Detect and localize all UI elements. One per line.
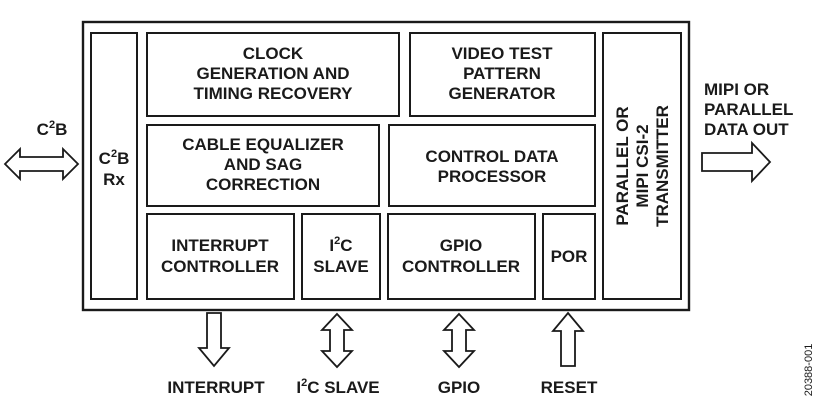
i2c-line1: I2C bbox=[329, 235, 352, 255]
c2b-ext-b: B bbox=[55, 120, 67, 139]
gpio-bidirectional-arrow bbox=[441, 312, 477, 369]
interrupt-out-arrow bbox=[197, 312, 231, 368]
interrupt-line1: INTERRUPT bbox=[171, 236, 269, 255]
cable-line1: CABLE EQUALIZER bbox=[182, 135, 344, 154]
gpio-line2: CONTROLLER bbox=[402, 257, 520, 276]
cable-line2: AND SAG bbox=[224, 155, 302, 174]
clock-line1: CLOCK bbox=[243, 44, 304, 63]
transmitter-line1: PARALLEL OR bbox=[613, 106, 632, 225]
video-test-pattern-block bbox=[409, 32, 596, 117]
transmitter-label-group: PARALLEL OR MIPI CSI-2 TRANSMITTER bbox=[613, 105, 672, 227]
figure-id: 20388-001 bbox=[803, 344, 815, 397]
transmitter-block bbox=[602, 32, 682, 300]
data-out-line1: MIPI OR bbox=[704, 80, 769, 99]
control-line1: CONTROL DATA bbox=[425, 147, 558, 166]
cable-equalizer-block bbox=[146, 124, 380, 207]
c2b-rx-block bbox=[90, 32, 138, 300]
clock-generation-block bbox=[146, 32, 400, 117]
i2c-ext-sup: 2 bbox=[301, 377, 307, 389]
data-out-line3: DATA OUT bbox=[704, 120, 789, 139]
clock-line2: GENERATION AND bbox=[197, 64, 350, 83]
i2c-i: I bbox=[329, 236, 334, 255]
c2b-rx-label: C2B bbox=[99, 148, 130, 168]
data-out-line2: PARALLEL bbox=[704, 100, 793, 119]
control-line2: PROCESSOR bbox=[438, 167, 547, 186]
interrupt-external-label: INTERRUPT bbox=[167, 378, 265, 397]
c2b-ext-c: C bbox=[37, 120, 49, 139]
gpio-external-label: GPIO bbox=[438, 378, 481, 397]
interrupt-line2: CONTROLLER bbox=[161, 257, 279, 276]
clock-line3: TIMING RECOVERY bbox=[194, 84, 354, 103]
i2c-slave-block bbox=[301, 213, 381, 300]
i2c-bidirectional-arrow bbox=[319, 312, 355, 369]
control-data-processor-block bbox=[388, 124, 596, 207]
c2b-rx-line2: Rx bbox=[103, 170, 125, 189]
c2b-rx-c: C bbox=[99, 149, 111, 168]
i2c-ext-i: I bbox=[296, 378, 301, 397]
interrupt-controller-block bbox=[146, 213, 295, 300]
data-out-arrow bbox=[701, 140, 772, 184]
i2c-line2: SLAVE bbox=[313, 257, 368, 276]
cable-line3: CORRECTION bbox=[206, 175, 320, 194]
i2c-c: C bbox=[340, 236, 352, 255]
c2b-bidirectional-arrow bbox=[3, 146, 80, 182]
reset-external-label: RESET bbox=[541, 378, 598, 397]
reset-in-arrow bbox=[551, 311, 585, 367]
c2b-ext-sup: 2 bbox=[49, 119, 55, 131]
c2b-external-label: C2B bbox=[37, 119, 68, 139]
transmitter-line3: TRANSMITTER bbox=[653, 105, 672, 227]
video-line2: PATTERN bbox=[463, 64, 541, 83]
c2b-rx-sup: 2 bbox=[111, 148, 117, 160]
por-label: POR bbox=[551, 247, 588, 266]
i2c-ext-rest: C SLAVE bbox=[307, 378, 379, 397]
video-line1: VIDEO TEST bbox=[451, 44, 553, 63]
i2c-external-label: I2C SLAVE bbox=[296, 377, 379, 397]
transmitter-line2: MIPI CSI-2 bbox=[633, 124, 652, 207]
video-line3: GENERATOR bbox=[448, 84, 555, 103]
gpio-controller-block bbox=[387, 213, 536, 300]
i2c-sup: 2 bbox=[334, 235, 340, 247]
gpio-line1: GPIO bbox=[440, 236, 483, 255]
c2b-rx-b: B bbox=[117, 149, 129, 168]
por-block bbox=[542, 213, 596, 300]
